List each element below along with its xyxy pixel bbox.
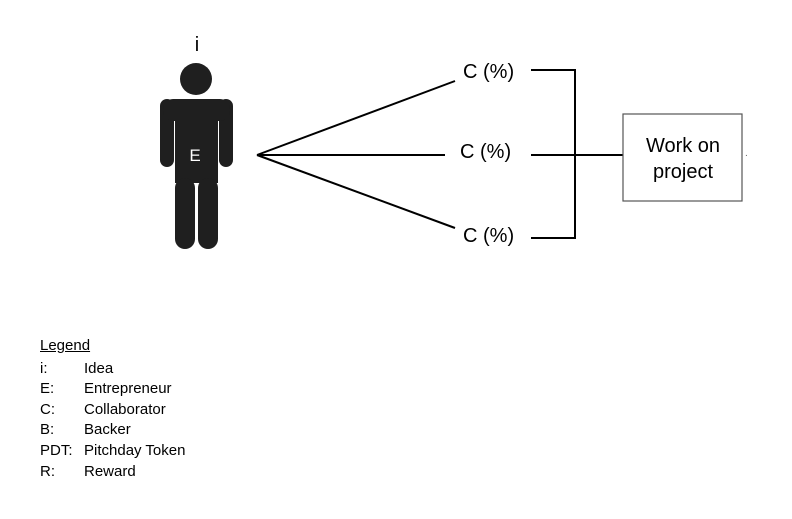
legend-item: E: Entrepreneur [40, 379, 185, 400]
legend-item: B: Backer [40, 420, 185, 441]
legend-key: E: [40, 380, 55, 398]
line-to-collaborator-3 [256, 154, 456, 229]
legend-item: PDT: Pitchday Token [40, 441, 185, 462]
legend-key: R: [40, 462, 55, 480]
legend-value: Entrepreneur [84, 380, 172, 398]
legend-title: Legend [40, 337, 91, 354]
legend: Legend i: Idea E: Entrepreneur C: Collab… [40, 336, 185, 482]
collaborator-label-1: C (%) [463, 61, 514, 83]
stray-mark: . [745, 148, 748, 159]
legend-value: Idea [84, 359, 114, 377]
legend-key: B: [40, 421, 55, 439]
legend-value: Pitchday Token [84, 441, 186, 459]
legend-value: Backer [84, 421, 131, 439]
legend-item: R: Reward [40, 462, 185, 483]
entrepreneur-label: E [189, 146, 200, 165]
legend-key: PDT: [40, 441, 73, 459]
work-on-project-box [622, 113, 743, 202]
collaborator-label-2: C (%) [460, 141, 511, 163]
work-box-line-1: Work on [646, 135, 720, 157]
collaborator-label-3: C (%) [463, 225, 514, 247]
legend-item: C: Collaborator [40, 400, 185, 421]
legend-item: i: Idea [40, 359, 185, 380]
legend-value: Collaborator [84, 400, 166, 418]
work-box-line-2: project [653, 161, 713, 183]
collaborator-bracket [531, 69, 623, 239]
entrepreneur-person-icon [160, 63, 233, 249]
legend-key: C: [40, 400, 55, 418]
line-to-collaborator-1 [256, 80, 456, 156]
legend-value: Reward [84, 462, 136, 480]
idea-label: i [195, 34, 199, 56]
diagram-canvas: i E C (%) C (%) C (%) Work on project . [160, 34, 748, 249]
fan-lines [256, 80, 456, 229]
legend-key: i: [40, 359, 48, 377]
